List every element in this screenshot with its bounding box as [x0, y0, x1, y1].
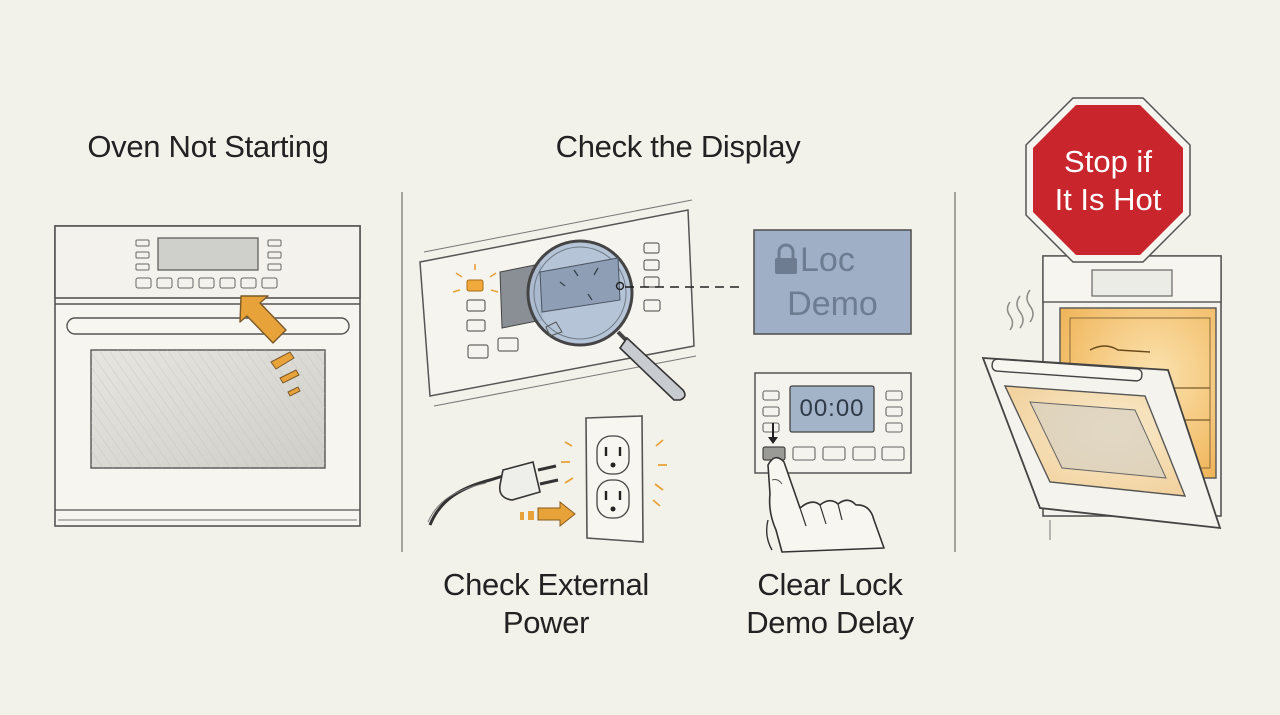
lock-display-line1: Loc	[800, 241, 855, 279]
title-oven-not-starting: Oven Not Starting	[87, 129, 329, 164]
indicator-light	[466, 279, 484, 292]
label-check-external-power-line1: Check External	[442, 567, 649, 602]
lock-display-line2: Demo	[787, 285, 878, 323]
open-oven-door	[981, 357, 1222, 530]
clock-display-value: 00:00	[799, 395, 865, 422]
title-check-display: Check the Display	[555, 129, 801, 164]
plug-in-arrow-icon	[520, 500, 576, 528]
press-arrow-icon	[239, 295, 301, 397]
power-outlet-illustration	[561, 415, 667, 543]
keypad-panel-illustration	[754, 372, 912, 474]
oven-door-handle	[66, 317, 350, 335]
power-plug-icon	[427, 461, 559, 526]
stop-sign-line2: It Is Hot	[1054, 182, 1162, 217]
magnifying-glass-icon	[526, 239, 686, 401]
label-clear-lock-line2: Demo Delay	[746, 605, 914, 640]
oven-door-handle	[991, 358, 1143, 382]
wall-oven-illustration	[54, 225, 361, 527]
label-clear-lock-line1: Clear Lock	[757, 567, 903, 602]
oven-display-window	[157, 237, 259, 271]
pointing-finger-icon	[765, 456, 885, 553]
lock-icon	[775, 243, 797, 274]
clock-display	[789, 385, 875, 433]
heat-waves-icon	[1006, 289, 1034, 331]
stop-sign-line1: Stop if	[1064, 144, 1152, 179]
label-check-external-power-line2: Power	[502, 605, 590, 640]
stop-sign-icon	[1025, 97, 1191, 263]
